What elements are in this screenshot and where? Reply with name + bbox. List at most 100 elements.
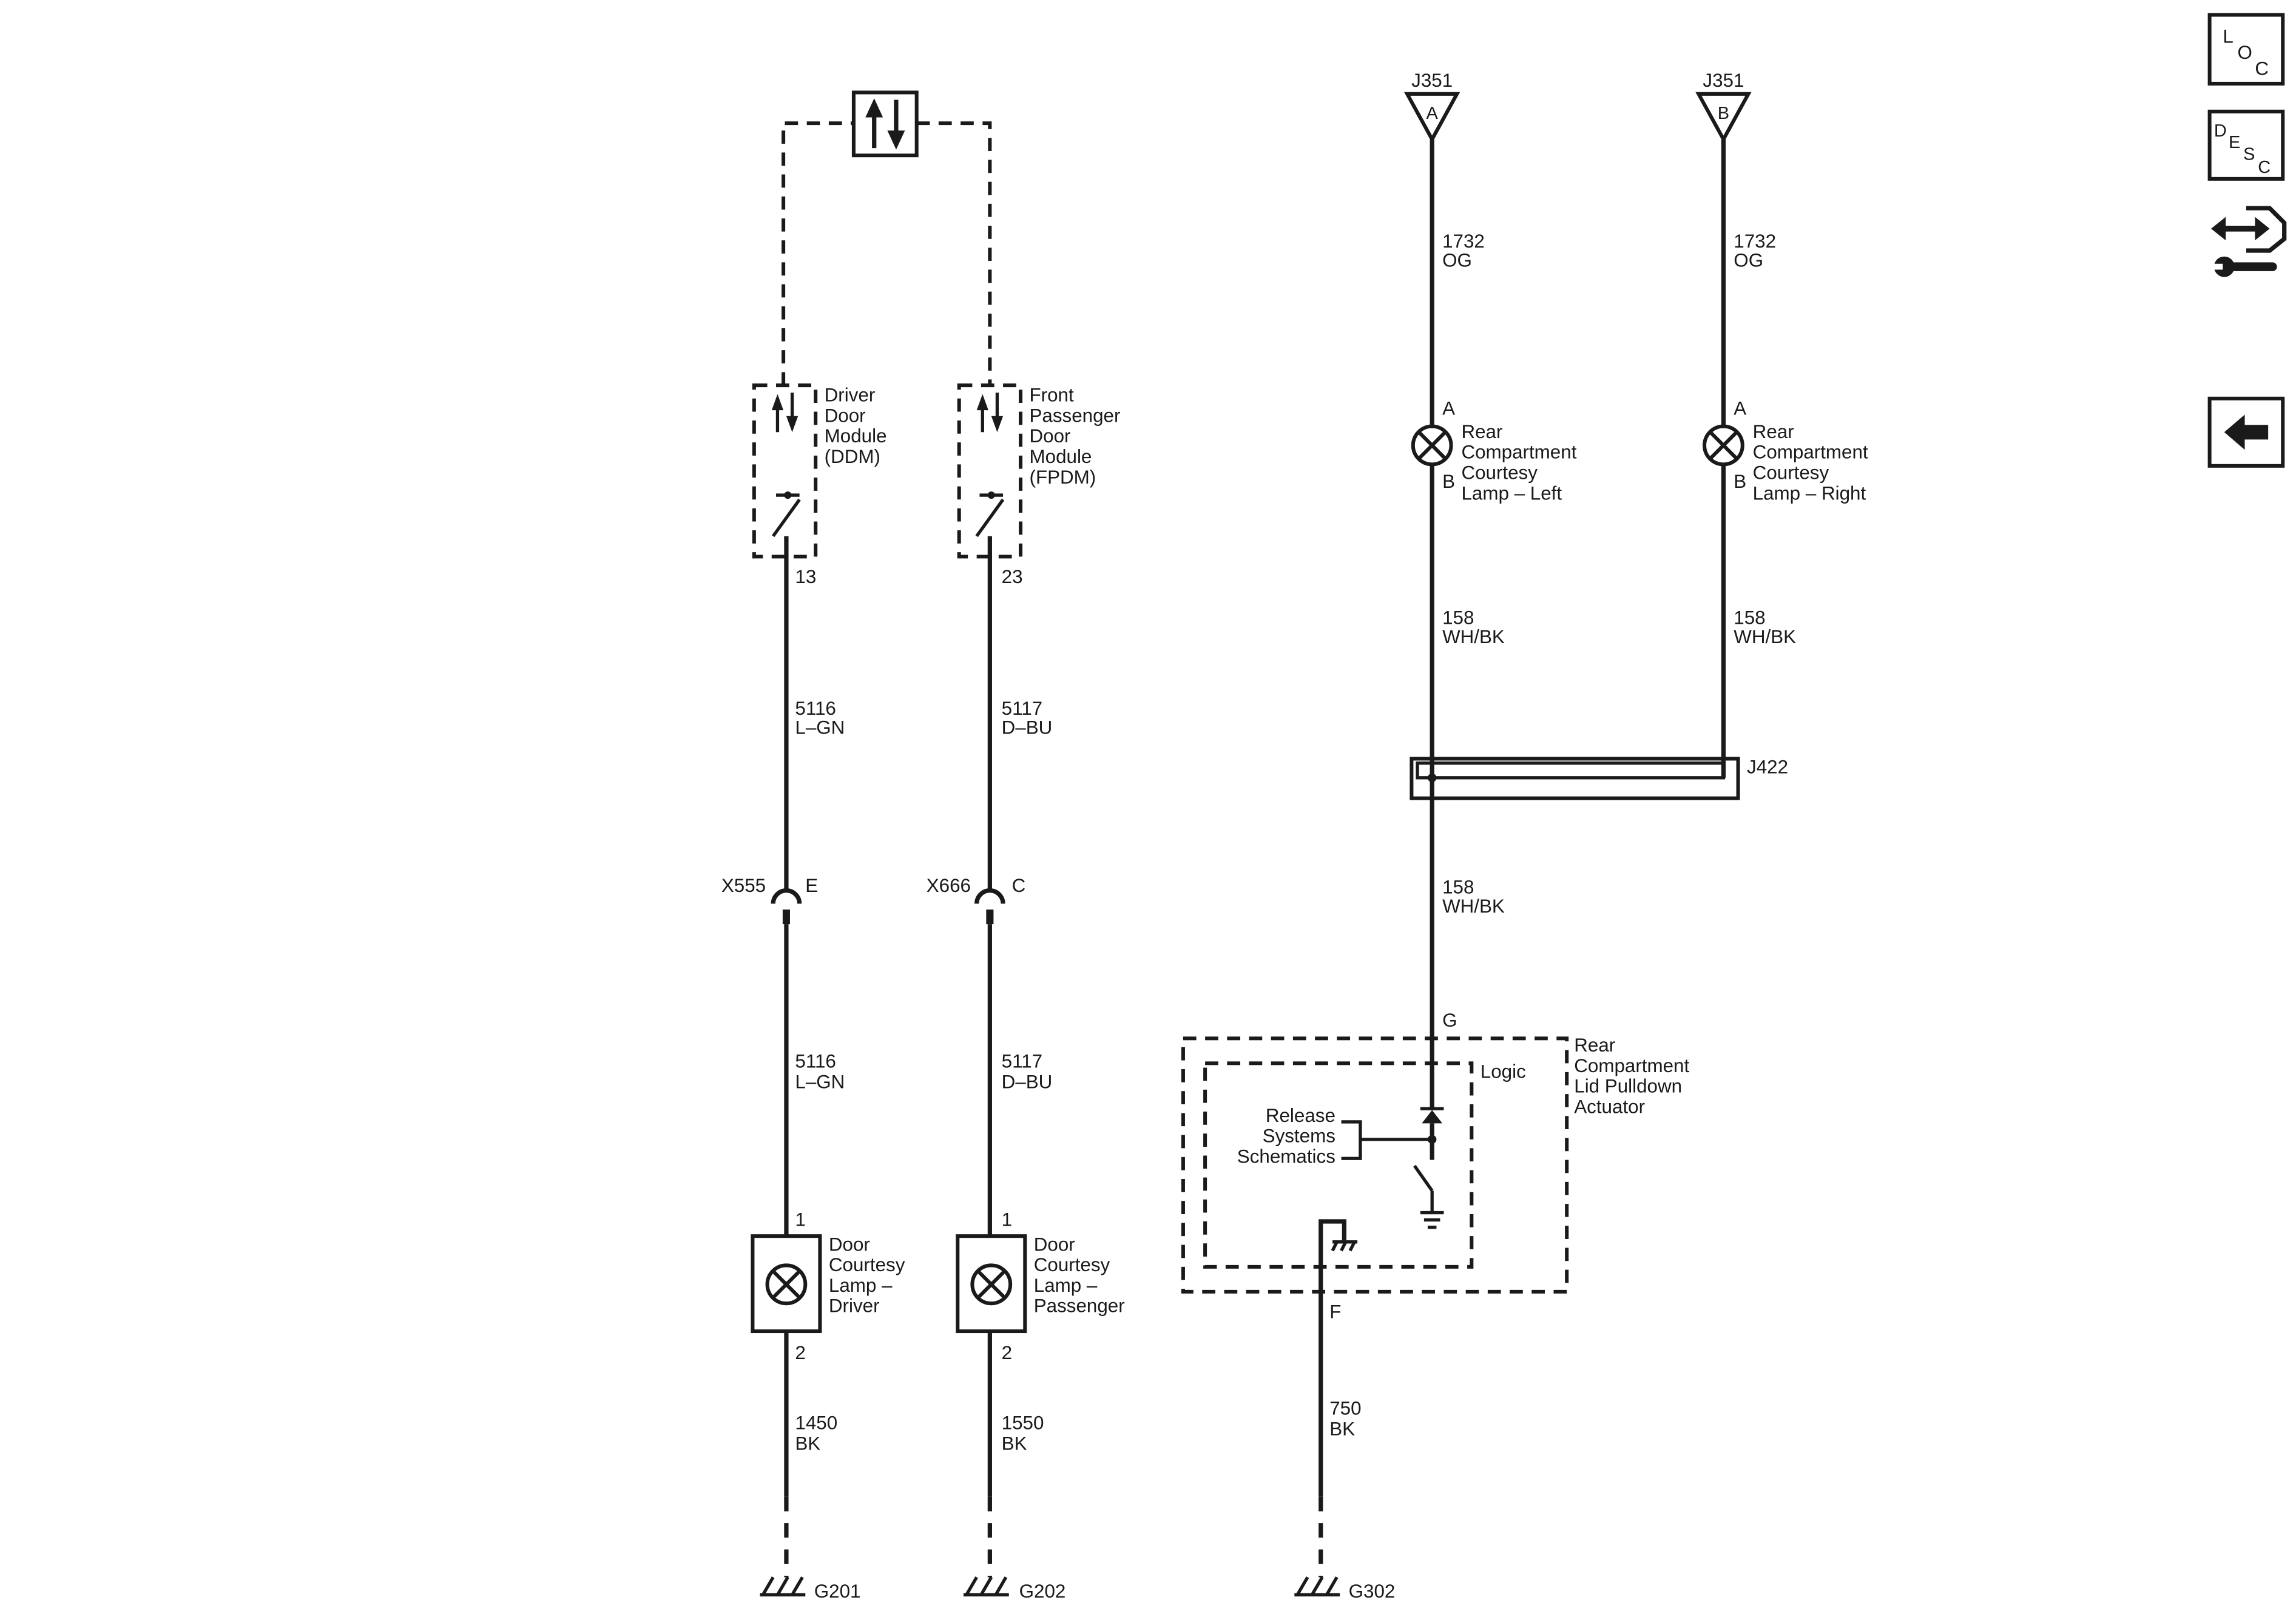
splice-bus-bar [1416, 761, 1726, 780]
wire-color: OG [1734, 250, 1763, 271]
description-view-icon[interactable] [2207, 109, 2285, 181]
harness-connector-name: J351 [1703, 70, 1744, 91]
connector-female-terminal [974, 888, 1005, 904]
driver-door-module: Driver Door Module (DDM) 13 [752, 383, 887, 587]
tools-arrow-head-right [2255, 217, 2270, 241]
ground-hatch [1325, 1576, 1339, 1596]
switch-blade [975, 498, 1005, 538]
circuit-number: 158 [1442, 876, 1474, 897]
circuit-number: 158 [1442, 607, 1474, 628]
switch-blade [1413, 1164, 1434, 1192]
logic-outline [1203, 1061, 1474, 1269]
lamp-label-line: Compartment [1461, 442, 1576, 463]
ddm-label-line: Door [825, 405, 866, 426]
reference-link-line[interactable]: Systems [1263, 1126, 1335, 1147]
circuit-number: 750 [1329, 1398, 1361, 1419]
release-systems-reference[interactable]: Release Systems Schematics [1237, 1105, 1433, 1167]
fpdm-label-line: Door [1030, 425, 1071, 447]
wire-color: D–BU [1002, 717, 1053, 738]
actuator-pin-in: G [1442, 1010, 1457, 1031]
ddm-pin: 13 [795, 566, 816, 587]
connector-x666: X666 C [927, 875, 1026, 925]
back-button-frame[interactable] [2207, 396, 2285, 468]
desc-letter: C [2258, 158, 2271, 177]
ground-hatch [1295, 1576, 1309, 1596]
back-button[interactable] [2207, 396, 2285, 468]
connector-terminal: C [1012, 875, 1026, 896]
lamp-pin-out: 2 [795, 1342, 805, 1363]
lamp-label-line: Lamp – Right [1753, 482, 1866, 504]
ground-hatch [776, 1576, 789, 1596]
door-courtesy-lamp-passenger: 1 Door Courtesy Lamp – Passenger 2 [956, 1209, 1125, 1363]
lid-switch [1413, 1164, 1434, 1213]
rear-compartment-right-circuit: J351 B 1732 OG A Rear Compartment Courte… [1695, 70, 1868, 778]
down-arrow-head [786, 416, 799, 433]
rear-compartment-lid-pulldown-actuator: G Rear Compartment Lid Pulldown Actuator… [1181, 1010, 1690, 1322]
up-arrow-head [865, 98, 883, 118]
loc-letter: L [2223, 25, 2233, 47]
lamp-label-line: Compartment [1753, 442, 1868, 463]
reference-link-line[interactable]: Release [1266, 1105, 1335, 1126]
rear-compartment-left-circuit: J351 A 1732 OG A Rear Compartment Courte… [1404, 70, 1577, 1109]
fpdm-label-line: Module [1030, 446, 1092, 467]
ddm-outline [752, 383, 818, 559]
loc-letter: C [2255, 58, 2269, 79]
description-view-button[interactable]: D E S C [2207, 109, 2285, 181]
lamp-label-line: Courtesy [829, 1254, 905, 1275]
circuit-number: 1732 [1442, 231, 1485, 252]
signal-ground-icon [1420, 1210, 1444, 1229]
ground-hatch [791, 1576, 804, 1596]
connector-repair-tools-icon[interactable] [2211, 206, 2287, 277]
splice-pack-outline [1410, 757, 1740, 800]
ground-icon [1294, 1576, 1340, 1597]
lamp-filament [976, 1269, 1006, 1299]
connector-male-terminal [782, 910, 790, 925]
rear-compartment-courtesy-lamp-right: A Rear Compartment Courtesy Lamp – Right… [1703, 397, 1868, 504]
ground-name: G302 [1349, 1581, 1396, 1602]
wire-color: D–BU [1002, 1071, 1053, 1092]
fpdm-door-switch [975, 491, 1005, 538]
lamp-label-line: Lamp – [829, 1275, 893, 1296]
tools-arrow-head-left [2211, 217, 2226, 241]
serial-data-link [782, 90, 992, 386]
fpdm-label-line: Front [1030, 385, 1074, 406]
ground-hatch [979, 1576, 993, 1596]
wire-color: WH/BK [1734, 626, 1796, 647]
lamp-label-line: Driver [829, 1295, 880, 1317]
ground-hatch [761, 1576, 775, 1596]
connector-male-terminal [986, 910, 994, 925]
circuit-number: 1450 [795, 1413, 837, 1434]
location-view-icon[interactable] [2207, 13, 2285, 86]
ground-icon [963, 1576, 1009, 1597]
lamp-label-line: Lamp – Left [1461, 482, 1562, 504]
reference-link-line[interactable]: Schematics [1237, 1146, 1335, 1167]
circuit-number: 158 [1734, 607, 1765, 628]
wire-color: L–GN [795, 1071, 845, 1092]
up-arrow-head [771, 394, 784, 411]
tools-wrench-jaw [2212, 263, 2223, 270]
down-arrow-head [887, 130, 905, 150]
loc-letter: O [2237, 42, 2252, 63]
tools-connector-outline [2246, 206, 2287, 253]
connector-terminal: E [805, 875, 818, 896]
lamp-label-line: Rear [1461, 421, 1502, 442]
ddm-label-line: Driver [825, 385, 876, 406]
lamp-label-line: Door [829, 1234, 870, 1255]
switch-pivot [784, 491, 792, 499]
back-arrow-icon [2224, 414, 2269, 450]
location-view-button[interactable]: L O C [2207, 13, 2285, 86]
lamp-label-line: Lamp – [1034, 1275, 1098, 1296]
rear-compartment-courtesy-lamp-left: A Rear Compartment Courtesy Lamp – Left … [1411, 397, 1577, 504]
ground-hatch [965, 1576, 978, 1596]
fpdm-label-line: (FPDM) [1030, 467, 1096, 488]
fpdm-label-line: Passenger [1030, 405, 1121, 426]
door-courtesy-lamp-driver: 1 Door Courtesy Lamp – Driver 2 [751, 1209, 905, 1363]
tools-wrench-head [2213, 256, 2235, 277]
wire-color: BK [795, 1433, 820, 1454]
circuit-number: 5116 [795, 698, 836, 719]
lamp-pin-in: A [1442, 397, 1455, 419]
desc-letter: S [2243, 144, 2255, 164]
ddm-label-line: Module [825, 425, 887, 447]
lamp-pin-in: 1 [795, 1209, 805, 1230]
actuator-ground-circuit: 750 BK G302 [1294, 1291, 1396, 1602]
